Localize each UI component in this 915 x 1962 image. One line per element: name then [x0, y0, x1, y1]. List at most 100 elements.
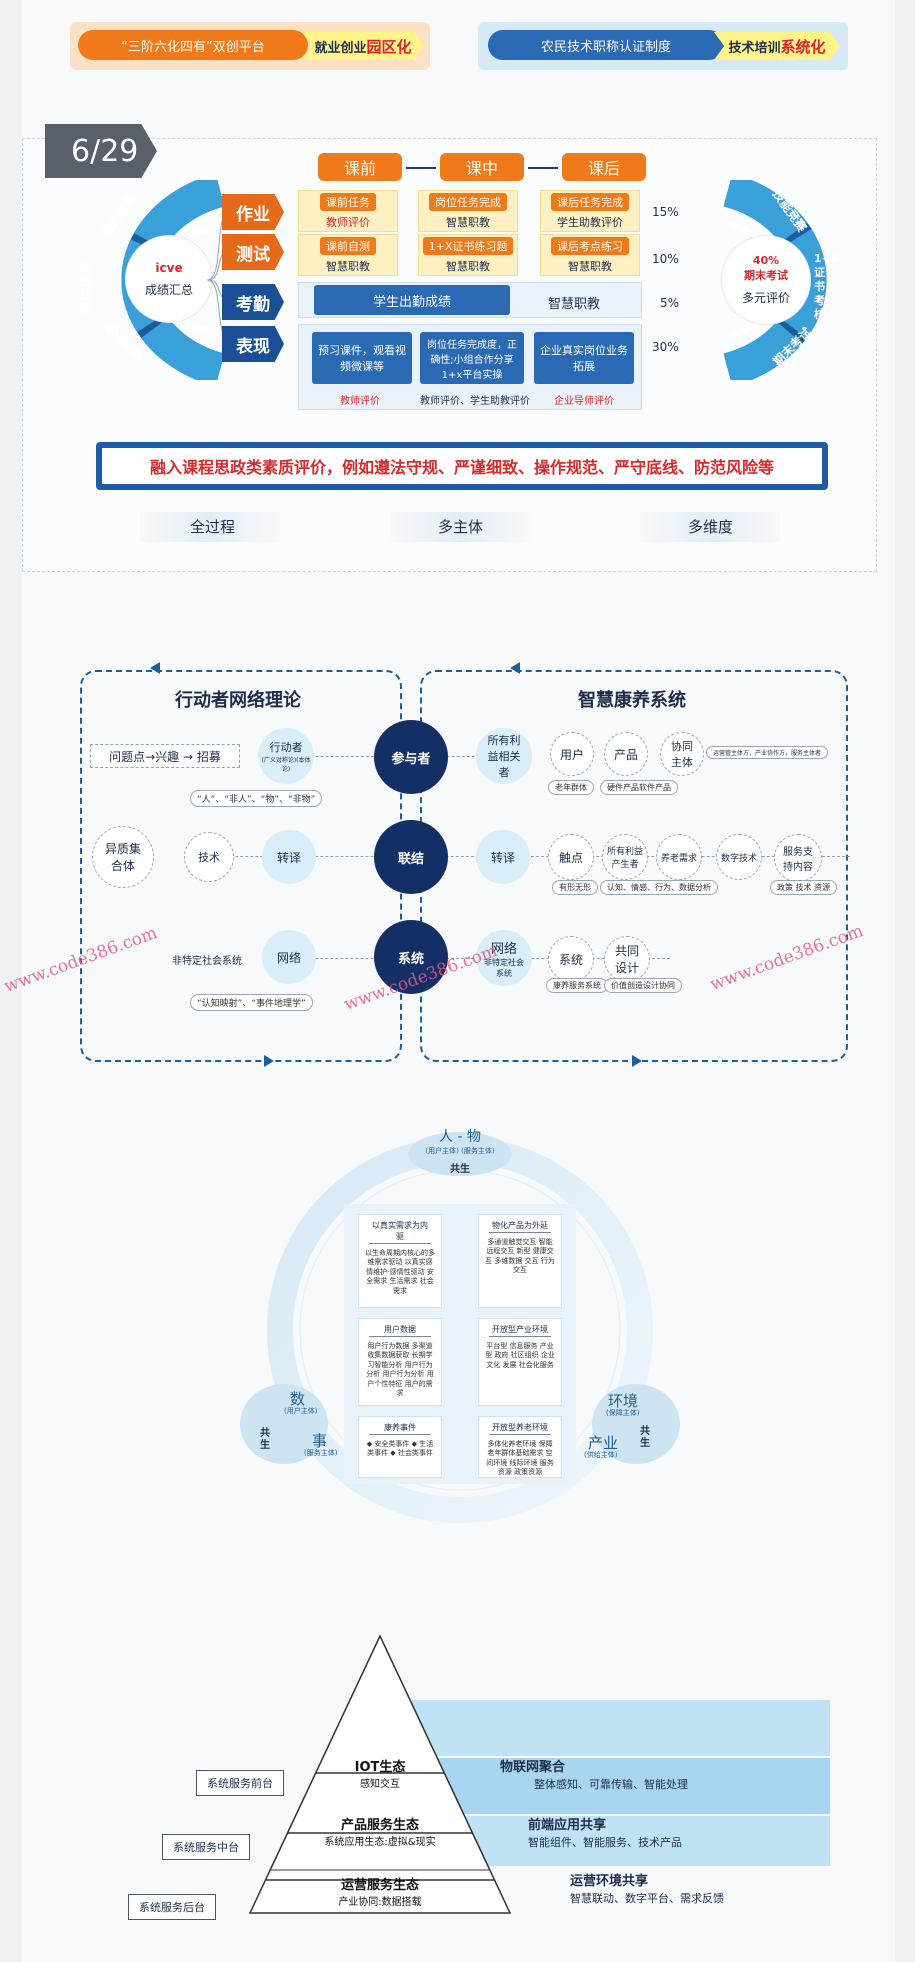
phase-before-class: 课前	[318, 153, 402, 181]
cell-tag: 课前自测	[320, 236, 376, 255]
band-iot-title: 物联网聚合	[500, 1760, 566, 1775]
band-frontend-title: 前端应用共享	[528, 1818, 607, 1833]
perf-box-1: 预习课件，观看视频微课等	[312, 332, 412, 384]
cell-r2-c3: 课后考点练习 智慧职教	[540, 234, 640, 276]
cell-r2-c1: 课前自测 智慧职教	[298, 234, 398, 276]
co-design-sub: 价值创造设计协同	[604, 978, 682, 993]
smart-care-title: 智慧康养系统	[578, 690, 686, 711]
phase-connector	[528, 167, 558, 169]
env-sub: (保障主体)	[606, 1409, 640, 1417]
layer-product-title: 产品服务生态	[340, 1818, 419, 1833]
data-label: 数	[290, 1390, 306, 1408]
stake-producer-node: 所有利益产生者	[602, 834, 648, 880]
non-specific-system-label: 非特定社会系统	[172, 956, 242, 967]
banner-right-pill: 农民技术职称认证制度	[488, 30, 724, 60]
layer-operation-service: 运营服务生态 产业协同:数据搭载	[290, 1874, 470, 1908]
network-node-right-label: 网络	[490, 941, 517, 957]
industry-label: 产业	[588, 1434, 619, 1452]
cell-sub: 智慧职教	[326, 259, 370, 273]
attendance-box: 学生出勤成绩	[314, 285, 510, 315]
perf-sub-3: 企业导师评价	[554, 396, 614, 407]
final-exam-pct: 40%	[752, 254, 780, 267]
pyramid	[248, 1634, 512, 1914]
banner-left-tag: 就业创业园区化	[302, 32, 424, 60]
cell-r1-c1: 课前任务 教师评价	[298, 190, 398, 232]
bottom-tag-bg-3	[640, 512, 780, 542]
data-event-node: 数 (用户主体) 事 (服务主体) 共生	[254, 1388, 344, 1478]
percent-test: 10%	[652, 252, 679, 266]
data-sub: (用户主体)	[284, 1407, 318, 1415]
tag-back-stage: 系统服务后台	[128, 1894, 216, 1920]
band-operation-title: 运营环境共享	[570, 1874, 649, 1889]
card-body: ◆ 安全类事件 ◆ 生活类事件 ◆ 社会类事件	[366, 1440, 434, 1458]
band-operation-sub: 智慧联动、数字平台、需求反馈	[570, 1892, 724, 1905]
user-node: 用户	[550, 732, 594, 776]
phase-in-class: 课中	[440, 153, 524, 181]
service-support-sub: 政策 技术 资源	[770, 880, 838, 895]
band-iot-sub: 整体感知、可靠传输、智能处理	[534, 1778, 688, 1791]
layer-product-sub: 系统应用生态:虚拟&现实	[324, 1837, 436, 1848]
cell-tag: 岗位任务完成	[429, 192, 507, 211]
cell-r1-c3: 课后任务完成 学生助教评价	[540, 190, 640, 232]
env-industry-node: 环境 (保障主体) 产业 (供给主体) 共生	[576, 1388, 666, 1478]
network-node-left: 网络	[262, 930, 316, 984]
card-title: 物化产品为外延	[489, 1219, 551, 1233]
card-body: 以生命周期内核心的多维需求驱动 以真实感情维护-感情性驱动 安全需求 生活需求 …	[365, 1249, 435, 1295]
cell-tag: 1+X证书练习题	[422, 236, 514, 255]
card-body: 用户行为数据 多渠道收集数据获取 长期学习智能分析 用户行为分析 用户行为分析 …	[366, 1342, 434, 1398]
actor-node-sub: (广义对称论)(本体论)	[261, 757, 311, 773]
co-design-node: 共同设计	[604, 936, 650, 982]
top-symbiosis: 共生	[450, 1164, 470, 1175]
banner-right-tag-a: 技术培训	[728, 40, 781, 56]
cell-sub: 智慧职教	[446, 259, 490, 273]
card-title: 开放型产业环境	[489, 1323, 551, 1337]
cell-r2-c2: 1+X证书练习题 智慧职教	[418, 234, 518, 276]
bottom-arrow-right-icon	[632, 1055, 642, 1067]
env-label: 环境	[608, 1392, 639, 1410]
strip-human-nonhuman: “人”、“非人”、“物”、“非物”	[190, 790, 323, 807]
phase-connector	[406, 167, 436, 169]
product-sub: 硬件产品软件产品	[600, 780, 678, 795]
bottom-arrow-left-icon	[264, 1055, 274, 1067]
logo-circle: icve 成绩汇总	[126, 236, 212, 322]
actor-network-title: 行动者网络理论	[175, 690, 301, 711]
event-label: 事	[312, 1432, 328, 1450]
system-node: 系统	[374, 920, 448, 994]
digital-tech-node: 数字技术	[716, 834, 762, 880]
co-body-node: 协同主体	[660, 732, 704, 776]
category-test: 测试	[222, 234, 284, 270]
card-user-data: 用户数据 用户行为数据 多渠道收集数据获取 长期学习智能分析 用户行为分析 用户…	[358, 1318, 442, 1406]
cell-r1-c2: 岗位任务完成 智慧职教	[418, 190, 518, 232]
technology-node: 技术	[184, 832, 234, 882]
cell-sub: 教师评价	[326, 215, 370, 229]
banner-right-tag: 技术培训系统化	[714, 32, 840, 60]
top-arrow-right-icon	[510, 662, 520, 674]
event-sub: (服务主体)	[304, 1449, 338, 1457]
card-open-industry: 开放型产业环境 平台型 信息服务 产业型 政府 社区组织 企业 文化 发展 社会…	[478, 1318, 562, 1406]
category-homework: 作业	[222, 194, 284, 230]
banner-right-tag-b: 系统化	[780, 37, 826, 56]
top-arrow-left-icon	[150, 662, 160, 674]
cell-tag: 课后任务完成	[551, 192, 629, 211]
perf-box-3: 企业真实岗位业务拓展	[534, 332, 634, 384]
people-things-sub: (用户主体) (服务主体)	[425, 1147, 495, 1155]
actor-node: 行动者 (广义对称论)(本体论)	[258, 728, 314, 784]
card-open-elder-env: 开放型养老环境 多体化养老环境 保障老年群体基础需求 空间环境 线际环境 服务资…	[478, 1416, 562, 1478]
card-materialized-product: 物化产品为外延 多通道触觉交互 智能 远程交互 新型 健康交互 多维数据 交互 …	[478, 1214, 562, 1308]
category-attendance: 考勤	[222, 284, 284, 320]
people-things-title: 人 - 物 (用户主体) (服务主体) 共生	[410, 1126, 510, 1175]
card-title: 康养事件	[369, 1421, 431, 1435]
multi-eval-label: 多元评价	[741, 291, 790, 305]
bottom-tag-multi-dimension: 多维度	[688, 518, 734, 536]
multi-eval-circle: 40% 期末考试 多元评价	[722, 236, 810, 324]
cell-sub: 学生助教评价	[557, 215, 623, 229]
cell-sub: 智慧职教	[446, 215, 490, 229]
bottom-tag-bg-2	[390, 512, 530, 542]
perf-box-2: 岗位任务完成度，正确性;小组合作分享1+x平台实操	[420, 332, 524, 384]
left-arc-practice-text: 实践技能	[80, 260, 93, 316]
people-things-label: 人 - 物	[439, 1129, 481, 1145]
top-banner: “三阶六化四有”双创平台 就业创业园区化 农民技术职称认证制度 技术培训系统化	[70, 22, 870, 70]
heterogeneous-label: 异质集合体	[104, 842, 141, 873]
elder-need-node: 养老需求	[656, 834, 702, 880]
icve-logo-icon: icve	[155, 260, 183, 275]
